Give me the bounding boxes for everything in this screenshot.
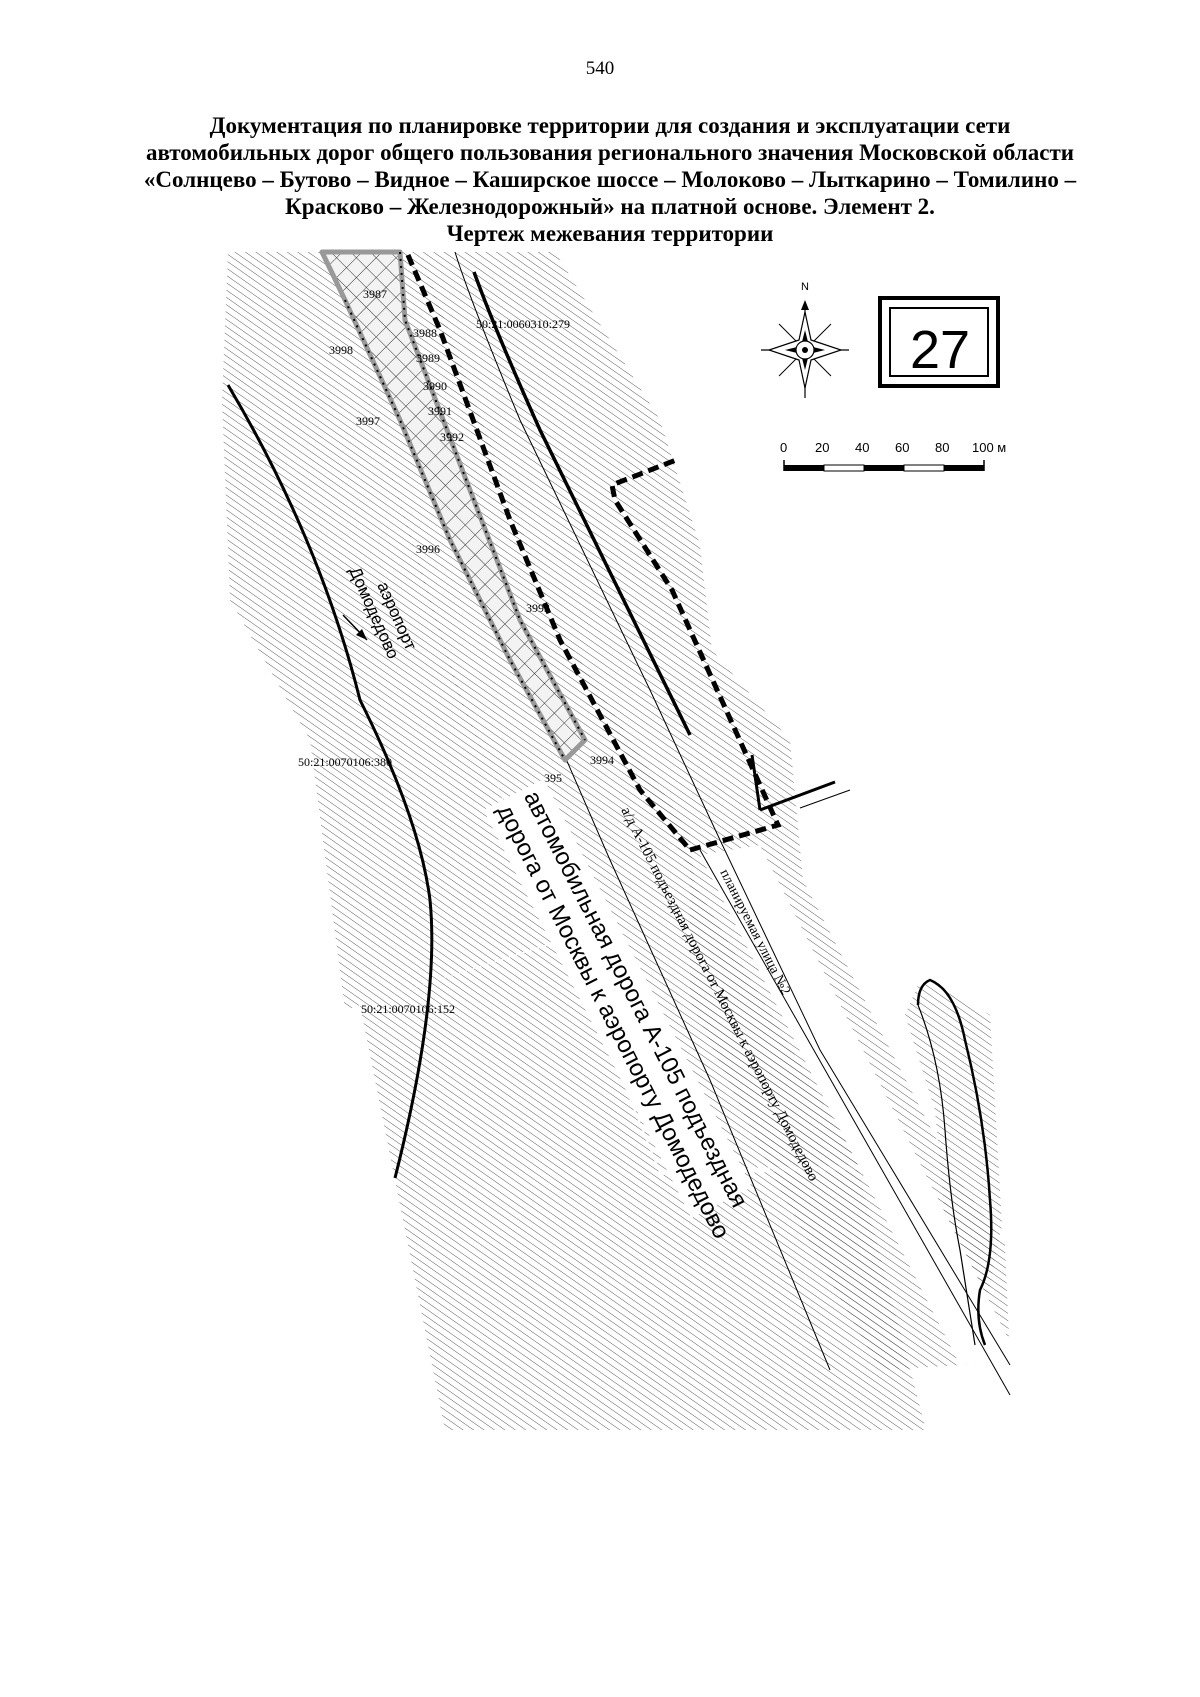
scale-tick-80: 80 <box>935 440 949 455</box>
point-3988: 3988 <box>413 326 437 340</box>
title-line-2: автомобильных дорог общего пользования р… <box>145 140 1075 165</box>
document-title: Документация по планировке территории дл… <box>110 112 1110 247</box>
airport-arrow-head <box>356 629 367 640</box>
scale-tick-40: 40 <box>855 440 869 455</box>
scale-tick-0: 0 <box>780 440 787 455</box>
title-line-1: Документация по планировке территории дл… <box>209 113 1011 138</box>
point-3994: 3994 <box>590 753 614 767</box>
title-line-3: «Солнцево – Бутово – Видное – Каширское … <box>143 167 1077 192</box>
sheet-number-inner <box>889 307 989 377</box>
parcel-152: 50:21:0070106:152 <box>361 1002 455 1016</box>
point-3992: 3992 <box>440 430 464 444</box>
parcel-labels: 50:21:0060310:279 50:21:0070106:380 50:2… <box>298 317 570 1016</box>
main-road-label-bg <box>483 779 752 1218</box>
street-connector <box>750 754 851 812</box>
connector-thin <box>799 789 851 809</box>
allotment-dotted-east <box>399 251 586 741</box>
boundary-line-main <box>405 254 692 852</box>
road-corridor <box>700 845 1020 1365</box>
hatched-areas <box>222 252 1010 1430</box>
sheet-number-box: 27 <box>878 296 1000 388</box>
east-loop-inner <box>917 1004 976 1346</box>
west-curve-road <box>226 384 434 1179</box>
point-3996: 3996 <box>416 542 440 556</box>
compass-rose-icon: N <box>761 281 849 398</box>
scale-tick-60: 60 <box>895 440 909 455</box>
scale-tick-20: 20 <box>815 440 829 455</box>
title-line-5: Чертеж межевания территории <box>446 221 774 246</box>
point-3997: 3997 <box>356 414 380 428</box>
scale-seg-2 <box>823 464 865 472</box>
scale-tick-100: 100 м <box>972 440 1006 455</box>
scale-seg-4 <box>903 464 945 472</box>
scale-seg-5 <box>944 465 984 471</box>
sheet-number: 27 <box>910 320 970 380</box>
point-3995: 395 <box>544 771 562 785</box>
point-3987: 3987 <box>363 287 387 301</box>
boundary-line-east <box>609 457 782 853</box>
road-sideline <box>699 849 1011 1396</box>
west-territory <box>222 252 560 1010</box>
allotment-dotted-west <box>344 299 566 761</box>
scale-seg-3 <box>864 465 904 471</box>
east-island <box>905 980 1002 1345</box>
road-centre <box>472 271 692 736</box>
point-3989: 3989 <box>416 351 440 365</box>
title-line-4: Красково – Железнодорожный» на платной о… <box>285 194 935 219</box>
compass-north-label: N <box>801 281 809 293</box>
point-3998: 3998 <box>329 343 353 357</box>
south-territory <box>360 940 926 1430</box>
sheet-number-frame <box>878 296 1000 388</box>
compass-dot <box>802 347 808 353</box>
point-3990: 3990 <box>423 379 447 393</box>
road-edge-east <box>454 251 1011 1366</box>
parcel-279: 50:21:0060310:279 <box>476 317 570 331</box>
connector-vertical <box>750 754 762 811</box>
scale-seg-1 <box>784 465 824 471</box>
point-3993: 3993 <box>526 601 550 615</box>
point-3991: 3991 <box>428 404 452 418</box>
east-loop-road <box>916 978 993 1346</box>
point-labels: 3987 3988 3998 3989 3990 3991 3997 3992 … <box>329 287 614 785</box>
connector-horizontal <box>759 780 836 812</box>
scale-bar: 0 20 40 60 80 100 м <box>780 440 1006 472</box>
compass-north-tip <box>801 300 809 310</box>
parcel-380: 50:21:0070106:380 <box>298 755 392 769</box>
page-number: 540 <box>585 58 615 79</box>
